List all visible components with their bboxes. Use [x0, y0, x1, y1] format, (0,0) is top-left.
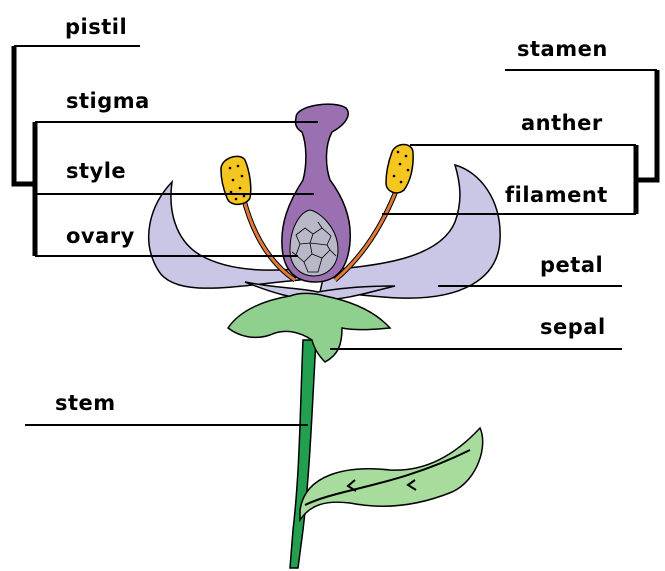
stamen-connector [636, 70, 657, 180]
anther-right-shape [386, 145, 413, 193]
stem-shape [290, 340, 316, 568]
ovary-label: ovary [66, 224, 135, 248]
stigma-label: stigma [66, 89, 150, 113]
leaf-shape [300, 428, 483, 520]
stem-label: stem [55, 391, 116, 415]
pistil-label: pistil [65, 15, 127, 39]
filament-label: filament [505, 183, 608, 207]
sepal-label: sepal [540, 315, 606, 339]
petal-label: petal [540, 253, 603, 277]
anther-label: anther [521, 111, 603, 135]
anther-left-shape [221, 156, 251, 204]
pistil-bracket [14, 46, 35, 184]
style-label: style [66, 159, 126, 183]
stamen-label: stamen [517, 37, 608, 61]
